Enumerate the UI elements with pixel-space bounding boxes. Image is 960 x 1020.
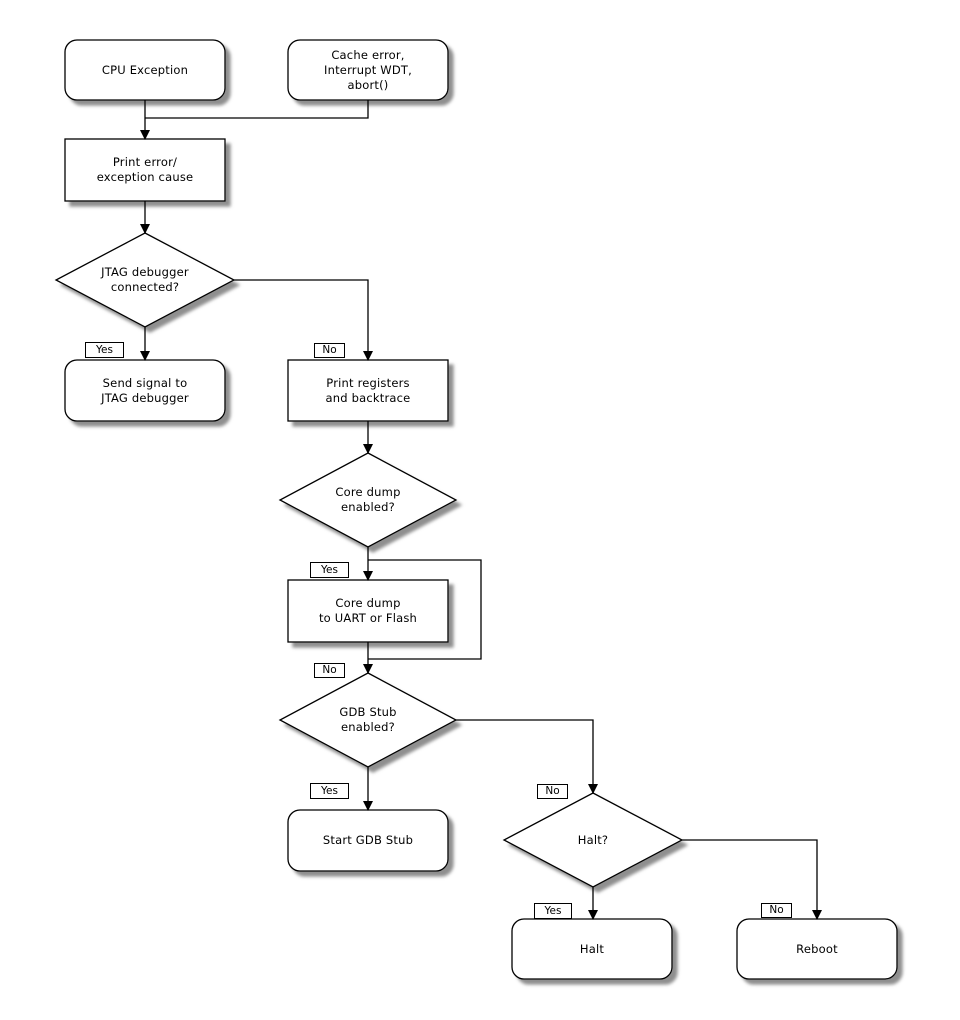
node-text-line: Halt? [577,832,609,847]
node-text-line: Core dump [335,485,401,499]
node-core-dump-enabled: Core dump enabled? [280,453,456,547]
node-text-line: and backtrace [325,390,411,405]
node-text-line: JTAG debugger [101,265,189,279]
edge-core-dump-no-bypass [368,559,482,660]
edge-gdb-no-to-halt-question [456,719,598,794]
node-halt-question: Halt? [504,793,682,887]
node-text-line: CPU Exception [101,62,189,77]
edge-label-jtag-yes: Yes [85,342,124,358]
node-shapes [54,39,898,980]
node-text-line: JTAG debugger [101,390,189,405]
edge-label-gdb-yes: Yes [310,783,349,799]
node-send-signal: Send signal to JTAG debugger [65,360,225,421]
edge-label-core-dump-no: No [314,663,345,678]
node-text-line: Start GDB Stub [322,833,414,847]
node-text-line: Print error/ [112,155,178,169]
edge-jtag-no-to-print-registers [234,279,373,361]
node-halt: Halt [512,919,672,979]
edge-cache-to-print-error [145,100,369,119]
node-text-line: Cache error, [331,47,405,62]
node-text-line: connected? [110,280,180,294]
node-text-line: Reboot [796,941,838,956]
node-text-line: Halt [579,941,605,956]
node-reboot: Reboot [737,919,897,979]
node-core-dump-uart-flash-shape [287,579,449,643]
node-text-line: enabled? [341,500,395,514]
node-jtag-connected: JTAG debugger connected? [56,233,234,327]
node-text-line: Core dump [335,596,401,610]
edge-label-jtag-no: No [314,343,345,358]
edge-label-halt-yes: Yes [534,903,572,919]
node-text-line: GDB Stub [339,705,397,719]
node-text-line: abort() [347,77,389,92]
edge-halt-no-to-reboot [682,839,822,920]
edge-label-gdb-no: No [537,784,568,799]
node-text-line: Send signal to [102,375,188,390]
edges [140,100,822,920]
node-core-dump-uart-flash: Core dump to UART or Flash [288,580,448,642]
node-text-line: Print registers [326,375,410,390]
node-start-gdb-stub: Start GDB Stub [288,810,448,871]
node-cache-error: Cache error, Interrupt WDT, abort() [288,40,448,100]
node-text-line: enabled? [341,720,395,734]
edge-label-core-dump-yes: Yes [310,562,349,578]
edge-label-halt-no: No [761,903,792,918]
node-print-error: Print error/ exception cause [65,139,225,201]
node-print-registers: Print registers and backtrace [288,360,448,421]
node-gdb-stub-enabled: GDB Stub enabled? [280,673,456,767]
node-text-line: Interrupt WDT, [324,62,412,77]
node-text-line: exception cause [96,170,194,184]
node-cpu-exception: CPU Exception [65,40,225,100]
node-text-line: to UART or Flash [318,611,418,625]
